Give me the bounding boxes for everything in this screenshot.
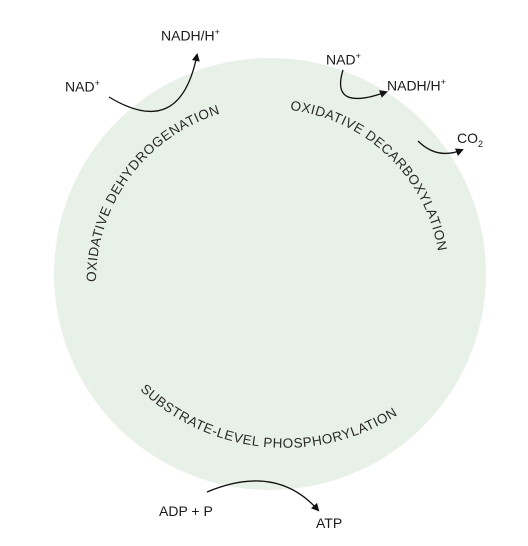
- arrow-nad-to-nadh-left: [108, 53, 200, 112]
- arrow-co2-release: [417, 140, 464, 156]
- cycle-circle: [54, 58, 486, 490]
- arrow-nad-to-nadh-right: [339, 69, 388, 100]
- atp-label: ATP: [316, 515, 343, 531]
- co2-label: CO2: [457, 130, 484, 149]
- arrow-adp-to-atp: [206, 480, 320, 512]
- nadh-label-right: NADH/H+: [387, 77, 446, 94]
- nad-label-right: NAD+: [326, 51, 361, 68]
- nadh-label-left: NADH/H+: [161, 27, 220, 44]
- nad-label-left: NAD+: [65, 78, 100, 95]
- adp-label: ADP + P: [159, 503, 213, 519]
